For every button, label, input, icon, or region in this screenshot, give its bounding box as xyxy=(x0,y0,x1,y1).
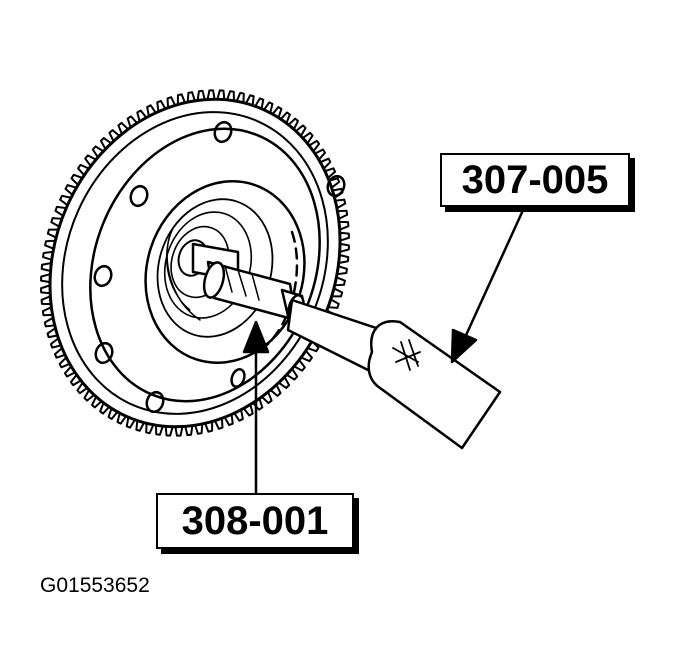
gear-tooth xyxy=(333,276,346,287)
gear-tooth xyxy=(308,139,321,153)
gear-tooth xyxy=(64,184,78,196)
gear-tooth xyxy=(327,298,340,309)
gear-tooth xyxy=(336,265,348,276)
gear-tooth xyxy=(334,198,347,210)
gear-tooth xyxy=(53,347,67,359)
gear-tooth xyxy=(294,124,307,138)
figure-id: G01553652 xyxy=(40,574,150,597)
gear-tooth xyxy=(233,408,244,422)
gear-tooth xyxy=(76,381,89,395)
gear-tooth xyxy=(41,306,54,317)
gear-tooth xyxy=(301,131,314,145)
gear-tooth xyxy=(174,425,184,437)
arrow-307-005 xyxy=(450,206,526,364)
gear-tooth xyxy=(116,412,127,425)
gear-tooth xyxy=(194,422,204,435)
gear-tooth xyxy=(40,295,53,306)
gear-tooth xyxy=(42,250,54,261)
gear-tooth xyxy=(91,145,105,159)
gear-tooth xyxy=(213,417,224,430)
gear-tooth xyxy=(287,117,299,131)
gear-tooth xyxy=(40,261,53,273)
gear-tooth xyxy=(54,205,68,217)
gear-tooth xyxy=(176,93,186,106)
gear-tooth xyxy=(46,228,60,239)
gear-tooth xyxy=(338,231,350,242)
gear-tooth xyxy=(242,403,254,417)
gear-tooth xyxy=(146,104,157,118)
gear-tooth xyxy=(43,316,56,328)
gear-tooth xyxy=(58,356,71,369)
gear-tooth xyxy=(196,89,206,102)
gear-tooth xyxy=(313,148,327,161)
gear-tooth xyxy=(40,273,52,284)
gear-tooth xyxy=(91,395,103,409)
gear-tooth xyxy=(77,163,90,177)
gear-tooth xyxy=(126,115,139,129)
gear-tooth xyxy=(337,220,350,231)
callout-307-005-label: 307-005 xyxy=(461,158,609,202)
gear-tooth xyxy=(204,420,214,433)
gear-tooth xyxy=(319,157,332,170)
gear-tooth xyxy=(59,194,73,207)
gear-tooth xyxy=(125,416,136,429)
gear-tooth xyxy=(108,129,121,143)
gear-tooth xyxy=(70,173,84,186)
gear-tooth xyxy=(336,209,349,220)
gear-tooth xyxy=(145,422,155,435)
gear-tooth xyxy=(164,425,174,437)
gear-tooth xyxy=(184,424,194,437)
gear-tooth xyxy=(330,287,344,298)
gear-tooth xyxy=(223,413,234,427)
gear-tooth xyxy=(285,367,299,381)
gear-tooth xyxy=(293,358,306,372)
gear-tooth xyxy=(245,94,255,107)
gear-tooth xyxy=(99,401,111,415)
callout-307-005: 307-005 xyxy=(440,153,630,207)
gear-tooth xyxy=(83,388,96,402)
callout-308-001: 308-001 xyxy=(156,493,354,549)
gear-tooth xyxy=(49,337,62,349)
gear-tooth xyxy=(44,239,57,250)
gear-tooth xyxy=(107,407,119,420)
gear-tooth xyxy=(338,242,350,253)
gear-tooth xyxy=(323,167,337,179)
callout-308-001-label: 308-001 xyxy=(181,499,329,543)
slide-hammer-tool xyxy=(286,298,502,450)
gear-tooth xyxy=(99,137,113,150)
gear-tooth xyxy=(69,373,82,387)
gear-tooth xyxy=(136,109,148,123)
gear-tooth xyxy=(40,284,52,295)
gear-tooth xyxy=(84,154,97,168)
gear-tooth xyxy=(279,111,291,125)
gear-tooth xyxy=(206,89,216,101)
gear-tooth xyxy=(155,424,164,436)
gear-tooth xyxy=(277,376,291,389)
gear-tooth xyxy=(300,349,313,363)
gear-tooth xyxy=(50,217,63,228)
gear-tooth xyxy=(254,97,265,110)
gear-tooth xyxy=(271,106,283,119)
bolt-holes xyxy=(93,120,346,414)
gear-tooth xyxy=(337,253,350,265)
gear-tooth xyxy=(156,99,167,113)
ring-gear-teeth xyxy=(40,89,350,437)
gear-tooth xyxy=(166,96,177,109)
gear-tooth xyxy=(63,365,77,378)
gear-tooth xyxy=(263,101,274,114)
gear-tooth xyxy=(186,91,196,104)
arrow-308-001 xyxy=(242,320,270,494)
gear-tooth xyxy=(117,121,130,136)
gear-tooth xyxy=(135,419,145,432)
gear-tooth xyxy=(226,90,235,102)
gear-tooth xyxy=(260,390,273,405)
gear-tooth xyxy=(328,177,341,189)
pilot-bearing-tool xyxy=(191,242,308,322)
gear-tooth xyxy=(216,89,226,101)
gear-tooth xyxy=(46,327,59,339)
gear-tooth xyxy=(269,383,282,397)
gear-tooth xyxy=(235,91,245,104)
